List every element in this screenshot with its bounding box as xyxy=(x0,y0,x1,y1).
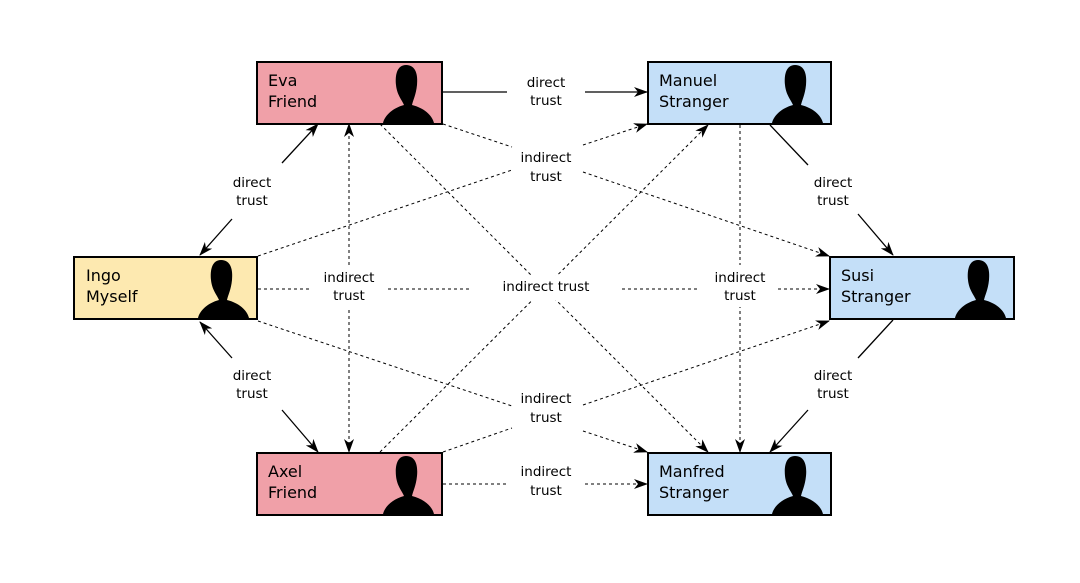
label-indirect-right-line1: indirect xyxy=(715,270,766,286)
edge-susi-manfred: direct trust xyxy=(769,319,894,453)
label-indirect-right-line2: trust xyxy=(724,288,756,304)
person-silhouette-icon xyxy=(383,456,434,514)
edge-manuel-susi: direct trust xyxy=(769,124,894,256)
node-eva-name: Eva xyxy=(268,71,297,90)
label-indirect-lower-line1: indirect xyxy=(521,391,572,407)
node-manuel-role: Stranger xyxy=(659,92,729,111)
label-indirect-lower-line2: trust xyxy=(530,410,562,426)
edge-label-eva-manuel-line1: direct xyxy=(527,75,566,91)
edge-eva-manfred xyxy=(379,123,709,453)
node-manfred-name: Manfred xyxy=(659,462,725,481)
person-silhouette-icon xyxy=(772,65,823,123)
edge-label-eva-manuel-line2: trust xyxy=(530,93,562,109)
edge-eva-susi xyxy=(442,123,830,257)
node-ingo-role: Myself xyxy=(86,287,138,306)
node-manfred-role: Stranger xyxy=(659,483,729,502)
node-ingo: Ingo Myself xyxy=(73,256,258,320)
node-susi-role: Stranger xyxy=(841,287,911,306)
edge-label-ingo-axel-line2: trust xyxy=(236,386,268,402)
edge-label-ingo-eva-line1: direct xyxy=(233,175,272,191)
node-eva: Eva Friend xyxy=(256,61,443,125)
person-silhouette-icon xyxy=(383,65,434,123)
label-indirect-upper-line2: trust xyxy=(530,169,562,185)
label-indirect-left-line1: indirect xyxy=(324,270,375,286)
node-manuel-name: Manuel xyxy=(659,71,717,90)
edge-ingo-eva: direct trust xyxy=(199,123,319,256)
edge-label-manuel-susi-line2: trust xyxy=(817,193,849,209)
label-indirect-left: indirect trust xyxy=(312,265,388,307)
label-indirect-left-line2: trust xyxy=(333,288,365,304)
node-axel-role: Friend xyxy=(268,483,317,502)
edge-ingo-manuel xyxy=(257,123,648,257)
edge-eva-manuel: direct trust xyxy=(443,75,648,109)
edge-label-ingo-axel-line1: direct xyxy=(233,368,272,384)
label-indirect-center: indirect trust xyxy=(470,276,622,300)
label-indirect-lower: indirect trust xyxy=(521,391,572,426)
label-indirect-bottom: indirect trust xyxy=(521,464,572,499)
node-axel-name: Axel xyxy=(268,462,302,481)
node-manuel: Manuel Stranger xyxy=(647,61,832,125)
edge-ingo-axel: direct trust xyxy=(199,321,319,453)
node-ingo-name: Ingo xyxy=(86,266,121,285)
label-indirect-upper: indirect trust xyxy=(521,150,572,185)
label-indirect-bottom-line2: trust xyxy=(530,483,562,499)
person-silhouette-icon xyxy=(772,456,823,514)
label-indirect-center-text: indirect trust xyxy=(503,279,590,295)
edge-axel-susi xyxy=(442,320,830,453)
node-susi-name: Susi xyxy=(841,266,874,285)
edge-label-susi-manfred-line1: direct xyxy=(814,368,853,384)
label-indirect-right: indirect trust xyxy=(700,265,778,307)
edge-label-susi-manfred-line2: trust xyxy=(817,386,849,402)
edge-label-ingo-eva-line2: trust xyxy=(236,193,268,209)
person-silhouette-icon xyxy=(955,260,1006,318)
node-susi: Susi Stranger xyxy=(829,256,1015,320)
edge-ingo-manfred xyxy=(257,320,648,453)
edge-label-manuel-susi-line1: direct xyxy=(814,175,853,191)
edge-axel-manuel xyxy=(379,124,709,453)
node-manfred: Manfred Stranger xyxy=(647,452,832,516)
person-silhouette-icon xyxy=(198,260,249,318)
label-indirect-upper-line1: indirect xyxy=(521,150,572,166)
node-eva-role: Friend xyxy=(268,92,317,111)
label-indirect-bottom-line1: indirect xyxy=(521,464,572,480)
node-axel: Axel Friend xyxy=(256,452,443,516)
